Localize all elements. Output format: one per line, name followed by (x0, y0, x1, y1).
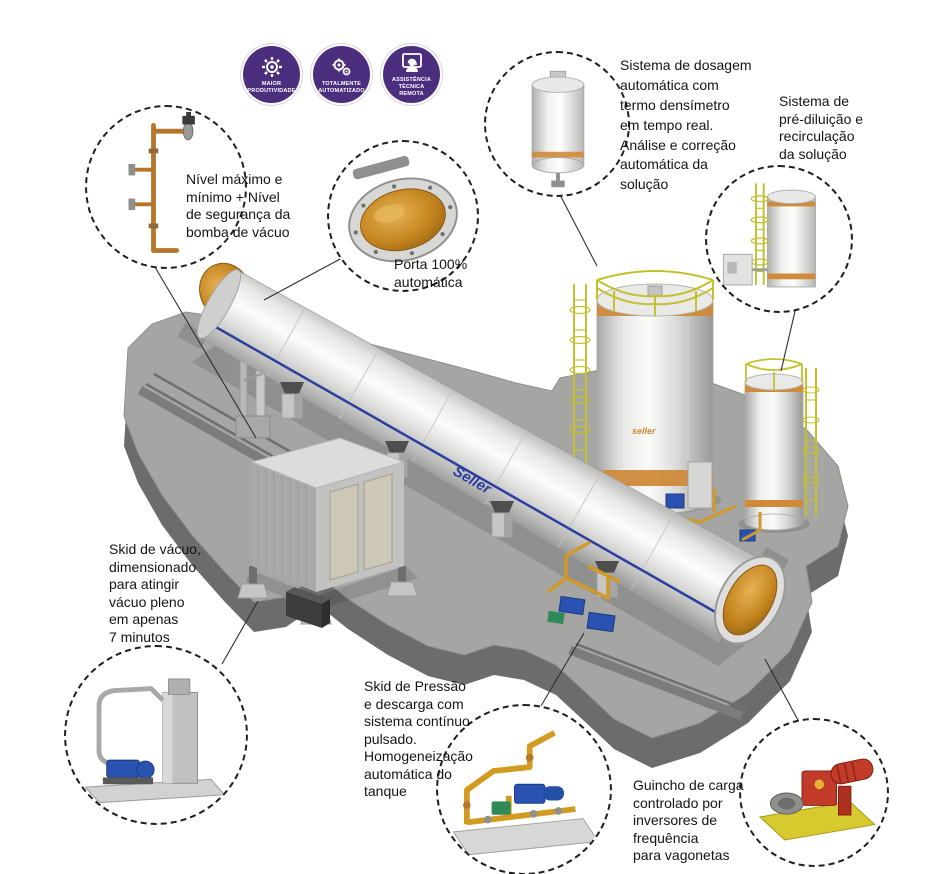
vacuum-skid-illustration (84, 678, 226, 804)
callout-circle-guincho (739, 718, 889, 867)
callout-label-dosagem: Sistema de dosagem automática com termo … (620, 57, 752, 193)
callout-label-guincho: Guincho de carga controlado por inversor… (633, 777, 744, 863)
small-tank-ladder (802, 368, 820, 516)
autoclave-rear-cap (196, 269, 242, 339)
callout-circle-porta (327, 140, 479, 292)
tank-guardrail (596, 270, 714, 316)
callout-label-skid-vacuo: Skid de vácuo, dimensionado para atingir… (109, 541, 201, 645)
callout-circle-dosagem (484, 51, 630, 197)
corrugation (257, 466, 307, 586)
vent-box (286, 587, 330, 604)
connector-lines (151, 190, 800, 723)
autoclave-front-door (714, 547, 789, 645)
building-door (329, 483, 359, 581)
badge-label: ASSISTÊNCIA TÉCNICA REMOTA (391, 77, 432, 97)
callout-label-skid-pressao: Skid de Pressão e descarga com sistema c… (364, 678, 473, 799)
callout-circle-prediluicao (705, 165, 853, 313)
callout-circle-skid-vacuo (64, 645, 248, 825)
weld-seams (266, 307, 676, 591)
callout-circle-skid-pressao (436, 704, 612, 874)
badge-label: TOTALMENTE AUTOMATIZADO (318, 80, 365, 94)
automation-icon (330, 55, 354, 79)
autoclave-cylinder: Seller (196, 269, 766, 643)
badge-totalmente-automatizado: TOTALMENTE AUTOMATIZADO (313, 46, 370, 103)
pressure-skid-scene (546, 540, 621, 633)
dilution-tank-illustration (722, 183, 816, 288)
dosing-tank-scene: seller (569, 270, 714, 515)
level-pipes-illustration (128, 111, 195, 253)
dosing-tank-illustration (531, 70, 585, 188)
tank-ladder (569, 284, 591, 466)
callout-label-nivel: Nível máximo e mínimo + Nível de seguran… (186, 171, 291, 240)
badge-label: MAIOR PRODUTIVIDADE (247, 80, 296, 94)
winch-illustration (758, 758, 876, 841)
remote-support-icon (400, 51, 424, 75)
gear-icon (260, 55, 284, 79)
callout-label-porta: Porta 100% automática (394, 256, 468, 290)
blue-stripe (206, 320, 732, 623)
autoclave-door-illustration (348, 155, 458, 263)
callout-label-prediluicao: Sistema de pré-diluição e recirculação d… (779, 93, 864, 162)
pressure-skid-illustration (452, 729, 600, 855)
badge-assistencia-remota: ASSISTÊNCIA TÉCNICA REMOTA (383, 46, 440, 103)
dilution-tank-scene (744, 358, 820, 531)
callout-circle-nivel (85, 105, 247, 269)
badge-maior-produtividade: MAIOR PRODUTIVIDADE (243, 46, 300, 103)
tank-brand: seller (632, 426, 656, 436)
building-door (363, 473, 393, 571)
small-tank-guardrail (745, 358, 803, 390)
equipment-building (237, 437, 418, 628)
